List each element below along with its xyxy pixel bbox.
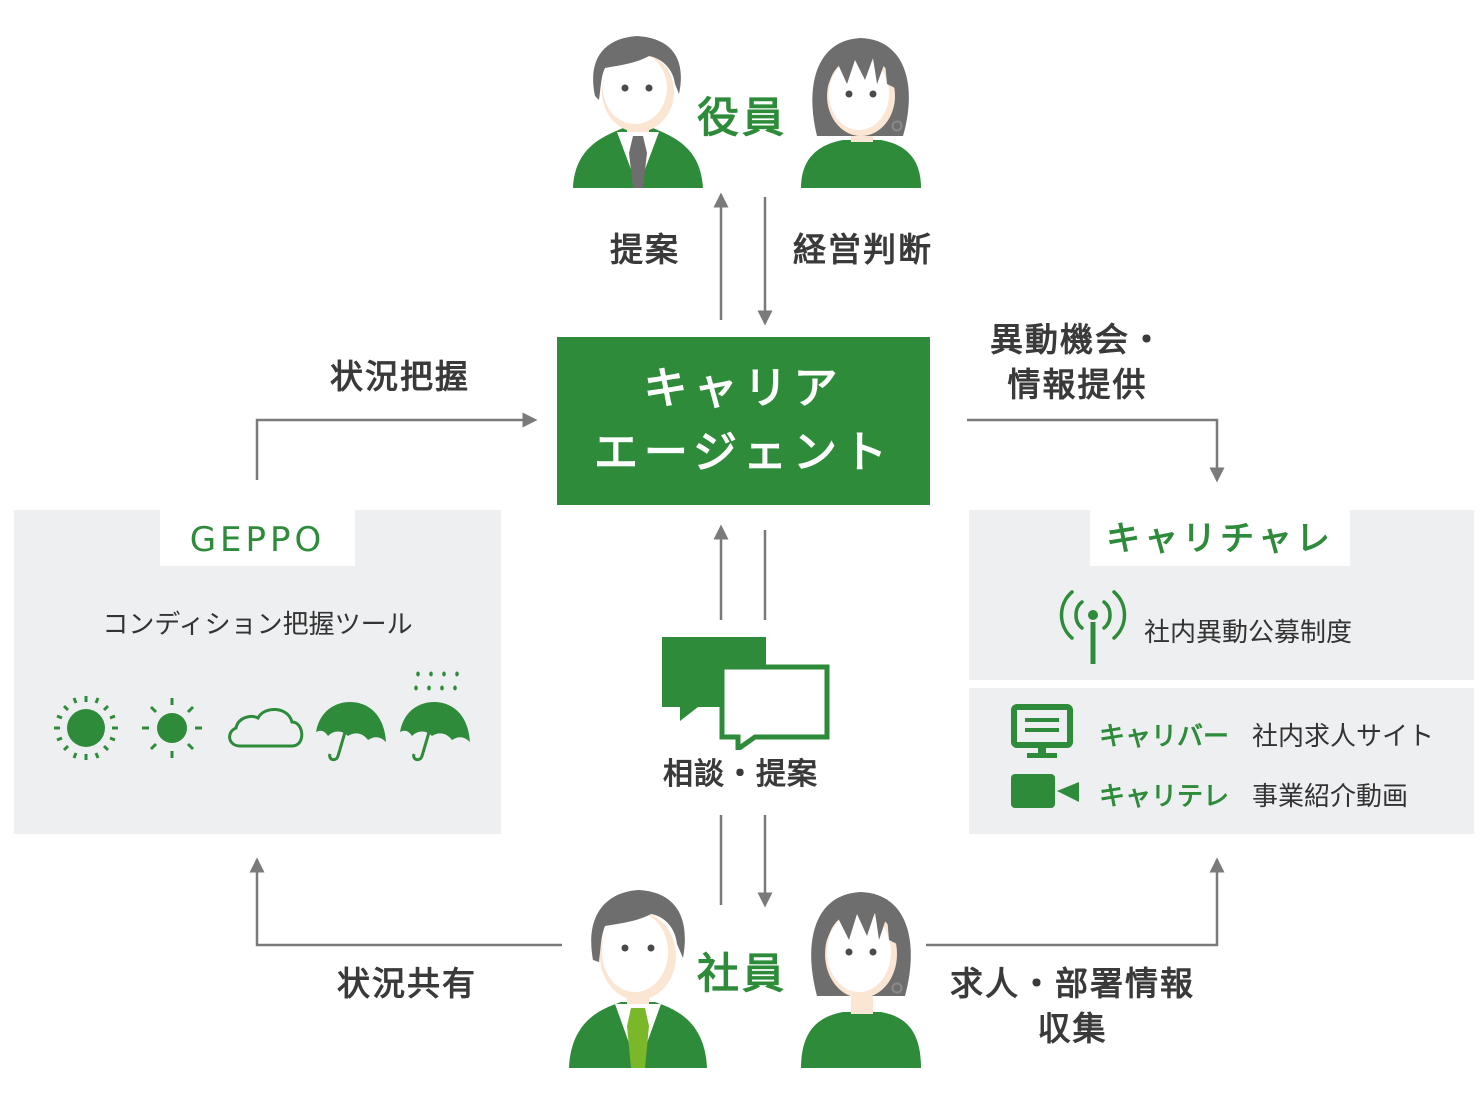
chat-bubbles-icon: [662, 637, 830, 750]
carichare-system-name: 社内異動公募制度: [1144, 618, 1353, 648]
label-status-share: 状況共有: [337, 964, 477, 1003]
label-consult-proposal: 相談・提案: [663, 757, 818, 792]
carichare-title: キャリチャレ: [1090, 510, 1350, 566]
partly-sunny-icon: [142, 698, 202, 758]
label-transfer-info: 異動機会・ 情報提供: [990, 318, 1165, 407]
executives-label: 役員: [697, 93, 788, 142]
label-job-dept-info: 求人・部署情報 収集: [950, 962, 1195, 1051]
raindrops-icon: [414, 671, 459, 691]
heavy-rain-umbrella-icon: [400, 671, 470, 762]
male-executive-avatar: [573, 36, 703, 188]
antenna-signal-icon: [1059, 590, 1127, 664]
geppo-subtitle: コンディション把握ツール: [102, 610, 413, 640]
arrow-employee-to-carichare: [926, 857, 1225, 947]
career-agent-title-line1: キャリア: [643, 363, 844, 415]
arrow-employee-to-geppo: [249, 857, 562, 947]
female-executive-avatar: [801, 38, 921, 188]
career-agent-title-line2: エージェント: [593, 427, 894, 478]
male-employee-avatar: [569, 890, 707, 1068]
arrow-geppo-to-agent: [255, 412, 538, 480]
label-transfer-info-line1: 異動機会・: [990, 320, 1165, 359]
geppo-panel: GEPPO コンディション把握ツール: [14, 510, 501, 834]
caritele-description: 事業紹介動画: [1252, 782, 1409, 812]
rain-umbrella-icon: [316, 702, 386, 762]
video-camera-icon: [1011, 774, 1079, 808]
label-proposal-to-executives: 提案: [610, 230, 680, 269]
caritele-name: キャリテレ: [1099, 782, 1230, 812]
female-employee-avatar: [801, 892, 921, 1068]
label-job-dept-info-line2: 収集: [1037, 1008, 1108, 1048]
employees-group: 社員: [565, 880, 925, 1070]
label-transfer-info-line2: 情報提供: [1007, 364, 1148, 404]
cariber-name: キャリバー: [1099, 722, 1230, 752]
cloudy-icon: [228, 708, 304, 748]
arrow-agent-to-carichare: [967, 418, 1225, 483]
label-job-dept-info-line1: 求人・部署情報: [950, 964, 1195, 1003]
label-status-grasp: 状況把握: [330, 357, 470, 396]
employees-label: 社員: [697, 949, 788, 998]
career-agent-box: キャリア エージェント: [557, 337, 930, 505]
carichare-media-panel: キャリバー 社内求人サイト キャリテレ 事業紹介動画: [969, 688, 1474, 834]
sunny-icon: [54, 696, 118, 760]
geppo-title: GEPPO: [160, 510, 355, 566]
geppo-condition-icons: [54, 671, 470, 762]
monitor-icon: [1011, 704, 1073, 758]
label-management-decision: 経営判断: [793, 230, 933, 269]
executives-group: 役員: [565, 28, 925, 190]
carichare-panel: キャリチャレ 社内異動公募制度: [969, 510, 1474, 680]
cariber-description: 社内求人サイト: [1252, 722, 1435, 752]
